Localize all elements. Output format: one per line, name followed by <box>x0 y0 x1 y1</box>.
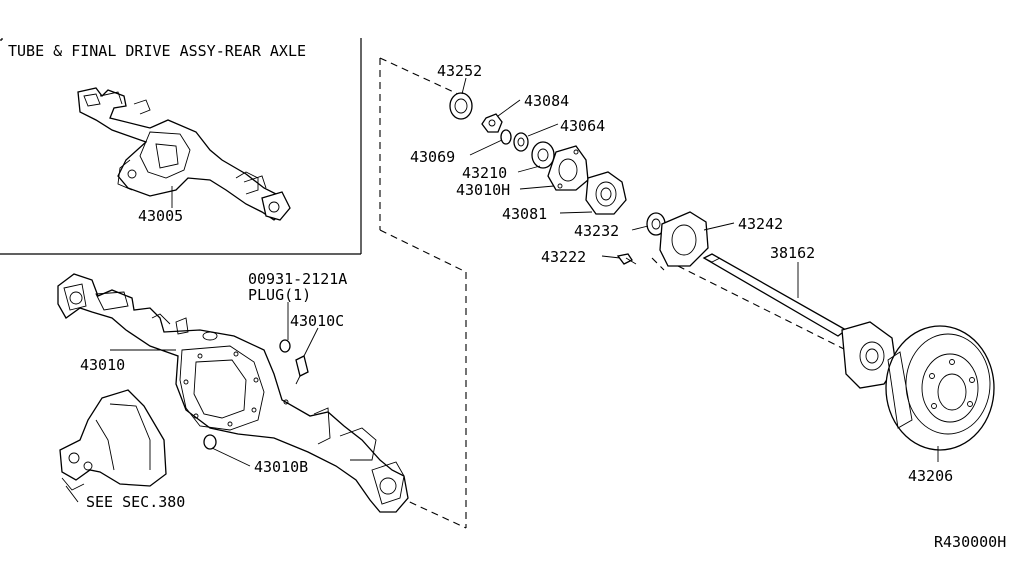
bolt-43222 <box>616 253 637 265</box>
label-43069: 43069 <box>410 148 455 166</box>
label-00931-2121A: 00931-2121A <box>248 270 347 288</box>
label-43252: 43252 <box>437 62 482 80</box>
nut-43064 <box>513 132 529 152</box>
axle-shaft-38162 <box>702 253 897 389</box>
label-43232: 43232 <box>574 222 619 240</box>
washer-43069 <box>500 129 512 145</box>
bearing-43210 <box>531 141 555 169</box>
label-43005: 43005 <box>138 207 183 225</box>
label-43210: 43210 <box>462 164 507 182</box>
label-43010H: 43010H <box>456 181 510 199</box>
inset-axle-assembly-drawing <box>77 87 291 221</box>
label-43081: 43081 <box>502 205 547 223</box>
inset-title: TUBE & FINAL DRIVE ASSY-REAR AXLE <box>8 42 306 60</box>
label-plug: PLUG(1) <box>248 286 311 304</box>
label-see-sec-380: SEE SEC.380 <box>86 493 185 511</box>
bearing-cage-43081 <box>585 171 627 215</box>
breather-43010C <box>295 355 309 385</box>
label-38162: 38162 <box>770 244 815 262</box>
label-43010C: 43010C <box>290 312 344 330</box>
brake-drum-43206 <box>885 325 995 451</box>
callout-labels: 43252 43084 43064 43069 43210 43010H 430… <box>80 62 1006 551</box>
axle-tube-43010 <box>57 273 409 513</box>
label-43064: 43064 <box>560 117 605 135</box>
label-43010B: 43010B <box>254 458 308 476</box>
label-43206: 43206 <box>908 467 953 485</box>
plate-43010H <box>547 145 589 191</box>
label-43010: 43010 <box>80 356 125 374</box>
baffle-plate-43242 <box>659 211 709 267</box>
label-43222: 43222 <box>541 248 586 266</box>
plug-00931 <box>279 339 291 353</box>
label-43242: 43242 <box>738 215 783 233</box>
final-drive-carrier <box>59 389 167 491</box>
seal-43252 <box>449 92 473 120</box>
label-43084: 43084 <box>524 92 569 110</box>
diagram-code: R430000H <box>934 533 1006 551</box>
drain-plug-43010B <box>203 434 217 450</box>
lock-washer-43084 <box>481 113 503 133</box>
inset-panel: TUBE & FINAL DRIVE ASSY-REAR AXLE 43005 <box>0 38 362 255</box>
leader-lines <box>65 77 939 503</box>
